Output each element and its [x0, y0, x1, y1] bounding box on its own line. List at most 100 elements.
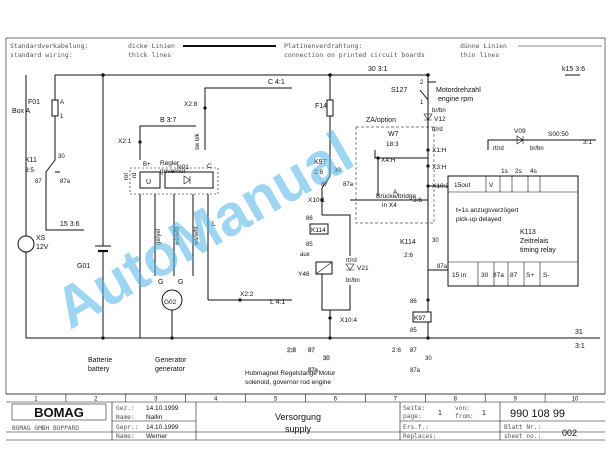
von-label: von:: [455, 405, 470, 412]
ref26-30: 30: [425, 356, 432, 362]
ref28-label: 2:8: [287, 347, 296, 354]
company-name: BOMAG GMBH BOPPARD: [12, 425, 79, 432]
v21-label: V21: [357, 265, 369, 272]
rot-label: rot: [124, 173, 130, 180]
k114b-87a: 87a: [437, 264, 448, 270]
seite-label: Seite:: [403, 405, 425, 412]
name2: Werner: [146, 433, 168, 440]
sheet-number: 002: [562, 428, 577, 438]
diode-v12: [423, 113, 433, 121]
wire-c: [204, 87, 292, 150]
mdz-de: Motordrehzahl: [436, 87, 481, 94]
name1-label: Name:: [116, 414, 135, 421]
k11-contact: [45, 132, 56, 180]
gelyel-label: ge/yel: [156, 229, 162, 245]
s127-1: 1: [420, 100, 424, 106]
governor-label: governor: [160, 168, 186, 175]
grid-number: 5: [274, 397, 278, 403]
battery-g01: [95, 75, 111, 338]
t-4s: 4s: [530, 168, 538, 175]
x10-1-label: X10:1: [308, 197, 325, 204]
pin-30: 30: [481, 272, 489, 279]
diode-v09: [516, 135, 524, 145]
wswht2-label: ws/wht: [194, 226, 200, 246]
battery-de: Batterie: [88, 357, 112, 364]
pin-87: 87: [510, 272, 518, 279]
k97-contact: [321, 160, 331, 196]
ref-2-8: 2:8 87 30 87a: [287, 347, 331, 375]
header-left-2: standard wiring:: [10, 51, 73, 59]
grid-number: 9: [513, 397, 517, 403]
w7-ref: 18:3: [386, 141, 399, 148]
page-label: page:: [403, 413, 422, 420]
blatt-label: Blatt Nr.:: [504, 424, 541, 431]
n31-label: 31: [575, 329, 583, 336]
grid-number: 2: [94, 397, 98, 403]
logo-text: BOMAG: [34, 405, 84, 420]
header-right-2: connection on printed circuit boards: [284, 51, 425, 59]
k113-desc-de: Zeitrelais: [520, 238, 549, 245]
bus-30: 30 3:1: [55, 66, 430, 77]
generator-g02: [139, 194, 209, 338]
k97b-label: K97: [414, 315, 426, 322]
pin-15out: 15out: [454, 182, 470, 189]
mdz-en: engine rpm: [438, 96, 473, 103]
regulator-n01: [129, 167, 219, 195]
gez-date: 14.10.1999: [146, 405, 179, 412]
x2-8-label: X2:8: [184, 101, 198, 108]
n85b-label: 85: [410, 328, 417, 334]
name2-label: Name:: [116, 433, 135, 440]
n31-ref: 3:1: [575, 343, 585, 350]
f01-label: F01: [28, 99, 40, 106]
za-option-label: ZA/option: [366, 117, 396, 124]
x3h-label: X3:H: [432, 164, 447, 171]
wire-v21: [322, 214, 351, 256]
name1: Nallin: [146, 414, 163, 421]
l-pin: L: [212, 221, 216, 228]
k11-30: 30: [58, 154, 65, 160]
za-option-box: [355, 126, 435, 224]
xs-12v: 12V: [36, 244, 49, 251]
rd-label: rd: [132, 173, 138, 178]
v12-rtrd: rt/rd: [432, 127, 443, 133]
grid-number: 3: [154, 397, 158, 403]
bomag-logo: [11, 403, 107, 421]
x10-4-label: X10:4: [340, 317, 357, 324]
g-right: G: [178, 279, 183, 286]
w7-label: W7: [388, 131, 399, 138]
f14-label: F14: [315, 103, 327, 110]
gepr-date: 14.10.1999: [146, 424, 179, 431]
k113-label: K113: [520, 229, 536, 236]
generator-de: Generator: [155, 357, 187, 364]
b-label: B 3:7: [160, 117, 176, 124]
k11-label: K11: [25, 157, 37, 164]
doc-number: 990 108 99: [510, 408, 565, 420]
wire-15: [45, 180, 84, 231]
ref26-87a: 87a: [410, 368, 421, 374]
header-far-2: thin lines: [460, 51, 499, 59]
y46-label: Y46: [298, 271, 310, 278]
boxa-label: Box A: [12, 108, 31, 115]
fuse-f01: [51, 75, 59, 132]
n86b-label: 86: [410, 299, 417, 305]
v09-brbn: br/bn: [530, 146, 544, 152]
swblk-label: sw blk: [195, 132, 201, 150]
g01-label: G01: [77, 263, 90, 270]
k113-en: pick-up delayed: [456, 216, 502, 223]
header-mid-1: dicke Linien: [128, 42, 175, 50]
k114-label: K114: [311, 227, 326, 234]
aux-label: aux: [300, 252, 310, 258]
f01-a: A: [60, 100, 64, 106]
wire-s00: [487, 139, 596, 150]
k113-de: t=1s anzugsverzögert: [456, 207, 519, 214]
regler-label: Regler: [160, 160, 180, 167]
grid-number: 10: [572, 397, 579, 403]
page-number: 1: [438, 410, 442, 417]
wswht-label: ws/wht: [175, 226, 181, 246]
a-label: A: [393, 189, 398, 196]
gez-label: Gez.:: [116, 405, 135, 412]
v09-label: V09: [514, 128, 526, 135]
fuse-f14: [326, 75, 334, 160]
grid-number: 6: [334, 397, 338, 403]
